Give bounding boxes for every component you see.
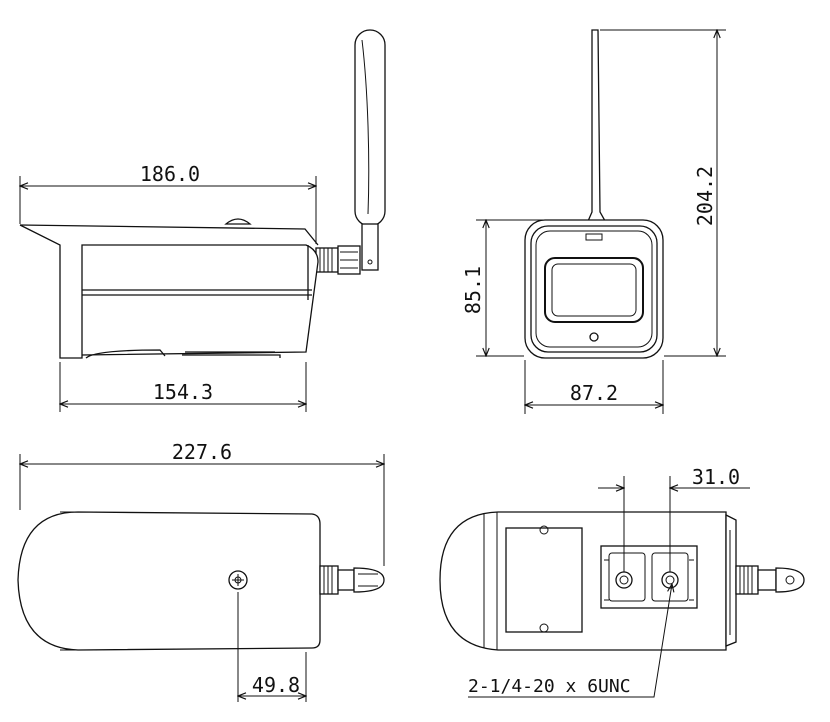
- dimension-front-width: 87.2: [525, 360, 663, 414]
- top-view-connector: [319, 565, 385, 595]
- dimension-front-body-height-label: 85.1: [461, 266, 485, 314]
- bottom-view-mount-plate: [600, 545, 698, 609]
- side-view: 186.0 154.3: [19, 29, 386, 412]
- side-view-body: [19, 218, 319, 359]
- dimension-top-screw-offset: 49.8: [238, 592, 306, 702]
- dimension-bottom-mount-spacing: 31.0: [598, 465, 750, 572]
- dimension-bottom-mount-spacing-label: 31.0: [692, 465, 740, 489]
- bottom-view: 31.0 2-1/4-20 x 6UNC: [439, 465, 805, 698]
- top-view-screw: [228, 570, 248, 590]
- side-view-connector: [315, 245, 361, 275]
- dimension-top-screw-offset-label: 49.8: [252, 673, 300, 697]
- dimension-front-width-label: 87.2: [570, 381, 618, 405]
- side-view-antenna: [354, 29, 386, 271]
- bottom-view-cover-plate: [505, 525, 583, 633]
- front-view-antenna: [584, 29, 611, 229]
- dimension-side-total-label: 186.0: [140, 162, 200, 186]
- dimension-side-body-label: 154.3: [153, 380, 213, 404]
- front-view: 204.2 85.1 87.2: [461, 30, 726, 414]
- top-view: 227.6 49.8: [17, 440, 385, 702]
- dimension-front-total-height: 204.2: [600, 30, 726, 356]
- top-view-body: [17, 511, 321, 651]
- dimension-top-total-label: 227.6: [172, 440, 232, 464]
- dimension-top-total: 227.6: [20, 440, 384, 566]
- front-view-housing: [524, 219, 664, 359]
- dimension-side-total: 186.0: [20, 162, 316, 244]
- dimension-front-body-height: 85.1: [461, 220, 580, 356]
- mount-thread-callout-label: 2-1/4-20 x 6UNC: [468, 676, 631, 697]
- mount-thread-callout: 2-1/4-20 x 6UNC: [468, 584, 672, 698]
- bottom-view-connector: [735, 565, 805, 595]
- dimension-side-body: 154.3: [60, 362, 306, 412]
- dimension-front-total-height-label: 204.2: [693, 166, 717, 226]
